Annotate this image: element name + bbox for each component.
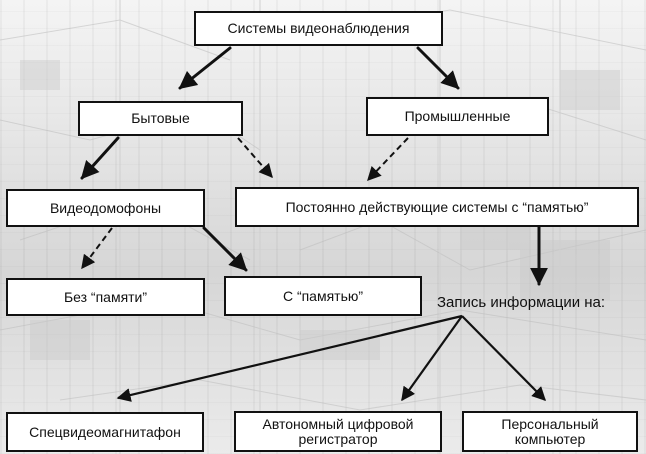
node-label: Без “памяти” bbox=[63, 288, 148, 305]
node-video-surveillance-systems: Системы видеонаблюдения bbox=[194, 11, 443, 46]
edge-household-permanent bbox=[237, 137, 273, 179]
node-household: Бытовые bbox=[78, 101, 243, 136]
edge-root-industrial bbox=[416, 46, 460, 90]
node-label-line2: регистратор bbox=[298, 430, 378, 447]
node-recording-information-on: Запись информации на: bbox=[437, 294, 605, 311]
node-with-memory: С “памятью” bbox=[224, 276, 422, 316]
node-industrial: Промышленные bbox=[366, 97, 549, 136]
node-label: Промышленные bbox=[404, 108, 511, 124]
node-label: Системы видеонаблюдения bbox=[227, 20, 410, 36]
node-label-line1: Автономный цифровой bbox=[262, 415, 414, 432]
node-label: Постоянно действующие системы с “памятью… bbox=[285, 198, 589, 215]
edge-recording-vcr bbox=[116, 314, 463, 402]
edge-recording-dvr bbox=[401, 315, 463, 402]
node-video-intercoms: Видеодомофоны bbox=[6, 189, 205, 227]
node-standalone-dvr: Автономный цифровой регистратор bbox=[234, 411, 442, 452]
node-permanent-systems-with-memory: Постоянно действующие системы с “памятью… bbox=[235, 187, 639, 227]
node-label-line2: компьютер bbox=[514, 430, 586, 447]
node-label: Видеодомофоны bbox=[49, 199, 162, 216]
node-label: Бытовые bbox=[131, 110, 190, 126]
edge-household-intercoms bbox=[80, 136, 120, 180]
node-label-line1: Персональный bbox=[501, 415, 599, 432]
node-label: С “памятью” bbox=[282, 287, 364, 304]
edge-recording-pc bbox=[461, 315, 546, 401]
node-label: Спецвидеомагнитафон bbox=[29, 423, 181, 440]
node-personal-computer: Персональный компьютер bbox=[462, 411, 638, 452]
edge-root-household bbox=[178, 46, 232, 90]
edge-industrial-permanent bbox=[367, 137, 409, 182]
edge-intercoms-without-memory bbox=[81, 227, 113, 270]
edge-intercoms-with-memory bbox=[202, 226, 248, 272]
node-special-vcr: Спецвидеомагнитафон bbox=[6, 412, 204, 452]
node-label: Запись информации на: bbox=[437, 294, 606, 311]
node-without-memory: Без “памяти” bbox=[6, 278, 205, 316]
